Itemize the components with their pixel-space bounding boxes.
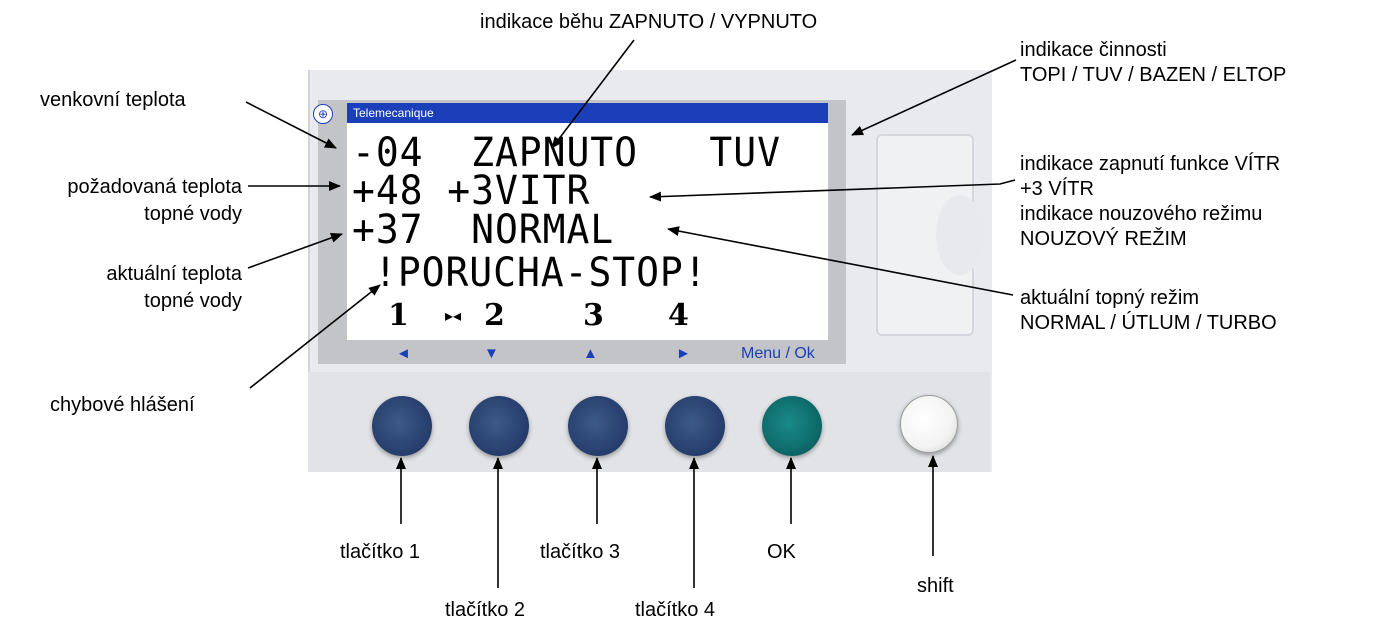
button-1[interactable] <box>372 396 432 456</box>
label-shift: shift <box>917 575 954 597</box>
button-3[interactable] <box>568 396 628 456</box>
label-required-temp-2: topné vody <box>144 203 242 225</box>
label-button-3: tlačítko 3 <box>540 541 621 563</box>
button-2[interactable] <box>469 396 529 456</box>
label-activity-values: TOPI / TUV / BAZEN / ELTOP <box>1020 64 1287 86</box>
lcd-number-3: 3 <box>583 298 604 333</box>
telemecanique-logo-icon: ⊕ <box>313 104 333 124</box>
label-wind-value: +3 VÍTR <box>1020 178 1094 200</box>
lcd-brand-bar: Telemecanique <box>347 103 828 123</box>
lcd-line-1: -04 ZAPNUTO TUV <box>352 130 781 176</box>
label-ok: OK <box>767 541 796 563</box>
button-4[interactable] <box>665 396 725 456</box>
label-actual-temp-2: topné vody <box>144 290 242 312</box>
label-run-indication: indikace běhu ZAPNUTO / VYPNUTO <box>480 11 818 33</box>
label-error-message: chybové hlášení <box>50 394 195 416</box>
shift-button[interactable] <box>900 395 958 453</box>
label-button-1: tlačítko 1 <box>340 541 421 563</box>
label-button-2: tlačítko 2 <box>445 599 526 621</box>
lcd-number-4: 4 <box>668 298 689 333</box>
label-activity-title: indikace činnosti <box>1020 39 1167 61</box>
lcd-number-1: 1 <box>388 298 409 333</box>
label-button-4: tlačítko 4 <box>635 599 716 621</box>
lcd-bowtie-icon: ▸◂ <box>445 306 462 325</box>
up-arrow-icon: ▲ <box>583 345 598 362</box>
lcd-line-2: +48 +3VITR <box>352 168 591 214</box>
label-wind-title: indikace zapnutí funkce VÍTR <box>1020 153 1281 175</box>
label-emergency-title: indikace nouzového režimu <box>1020 203 1263 225</box>
nav-strip <box>318 342 846 364</box>
menu-ok-label: Menu / Ok <box>741 345 815 362</box>
lcd-line-3: +37 NORMAL <box>352 207 615 253</box>
label-actual-temp-1: aktuální teplota <box>106 263 242 285</box>
label-required-temp-1: požadovaná teplota <box>67 176 242 198</box>
label-outdoor-temp: venkovní teplota <box>40 89 186 111</box>
lcd-line-4-error: !PORUCHA-STOP! <box>374 250 708 296</box>
left-arrow-icon: ◄ <box>396 345 411 362</box>
label-emergency-value: NOUZOVÝ REŽIM <box>1020 228 1187 250</box>
label-heating-mode-title: aktuální topný režim <box>1020 287 1199 309</box>
label-heating-mode-values: NORMAL / ÚTLUM / TURBO <box>1020 312 1277 334</box>
down-arrow-icon: ▼ <box>484 345 499 362</box>
ok-button[interactable] <box>762 396 822 456</box>
right-arrow-icon: ► <box>676 345 691 362</box>
lcd-number-2: 2 <box>484 298 505 333</box>
side-cover-shading <box>936 195 984 275</box>
